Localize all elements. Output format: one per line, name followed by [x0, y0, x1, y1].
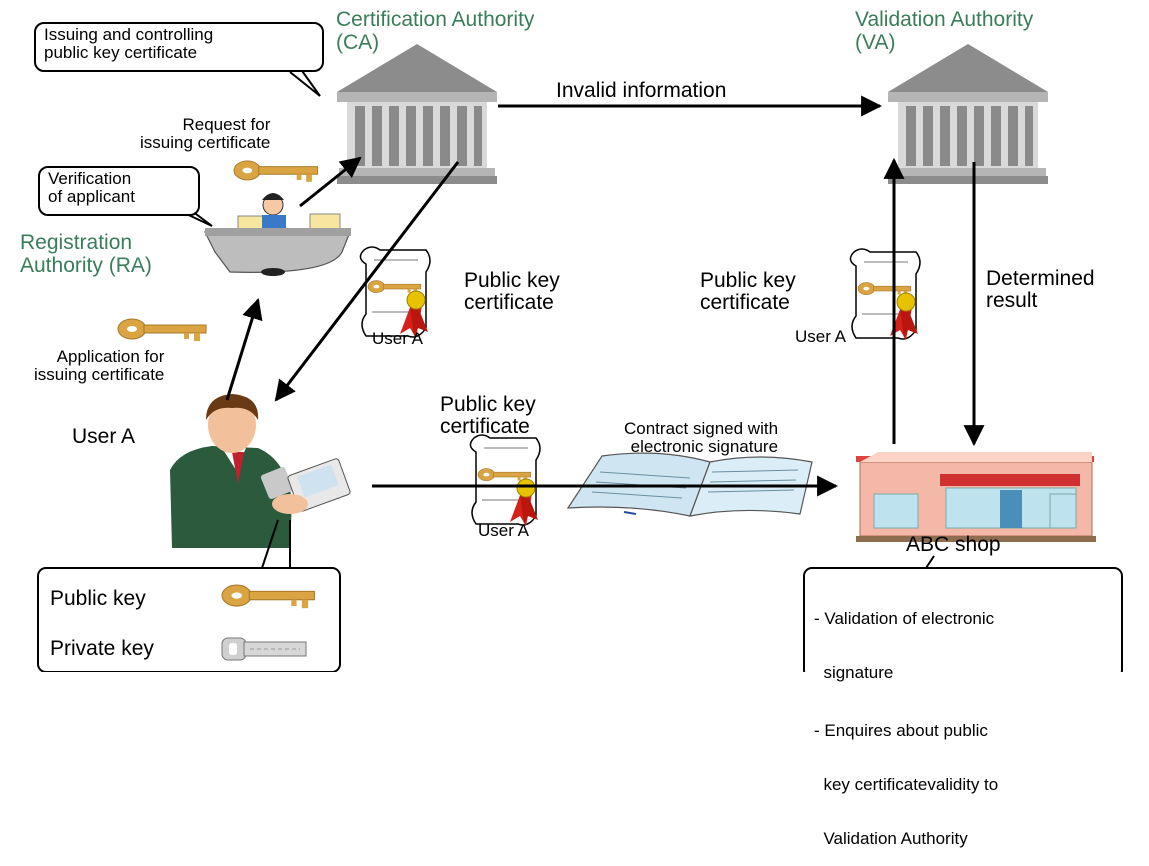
ca-label-line1: Certification Authority: [336, 8, 535, 31]
contract-line1: Contract signed with: [624, 419, 779, 438]
ca-building-icon: [337, 44, 497, 184]
public-key-legend-label: Public key: [50, 587, 146, 610]
ra-role-bubble: [38, 166, 200, 216]
gold-key-icon: [117, 318, 207, 342]
ca-role-bubble: [34, 22, 324, 72]
gold-key-icon: [233, 160, 319, 183]
va-building-icon: [888, 44, 1048, 184]
shop-note-2-line3: Validation Authority: [814, 829, 968, 848]
cert-to-shop-title2: certificate: [440, 415, 530, 438]
shop-note-2-line1: - Enquires about public: [814, 721, 988, 740]
shop-note-1-line2: signature: [814, 663, 894, 682]
determined-line2: result: [986, 289, 1038, 312]
ra-role-text: Verification of applicant: [48, 170, 135, 206]
private-key-legend-label: Private key: [50, 637, 154, 660]
va-label-line1: Validation Authority: [855, 8, 1034, 31]
request-label: Request for issuing certificate: [140, 116, 270, 152]
application-line2: issuing certificate: [34, 365, 165, 384]
ra-role-line1: Verification: [48, 169, 132, 188]
shop-notes: - Validation of electronic signature - E…: [814, 574, 998, 866]
contract-line2: electronic signature: [630, 437, 779, 456]
cert-to-shop-title: Public key certificate: [440, 394, 536, 438]
user-a-label: User A: [72, 425, 136, 448]
diagram-graphics: [37, 44, 1123, 672]
cert-to-va-owner: User A: [795, 327, 847, 346]
application-label: Application for issuing certificate: [34, 348, 164, 384]
abc-shop-icon: [856, 452, 1096, 542]
cert-to-shop-title1: Public key: [440, 393, 536, 416]
cert-to-user-title: Public key certificate: [464, 270, 560, 314]
ra-label-line2: Authority (RA): [20, 254, 152, 277]
request-line2: issuing certificate: [140, 133, 271, 152]
va-label-line2: (VA): [855, 31, 896, 54]
shop-note-1-line1: - Validation of electronic: [814, 609, 995, 628]
contract-label: Contract signed with electronic signatur…: [624, 420, 778, 456]
determined-label: Determined result: [986, 268, 1095, 312]
cert-to-va-title2: certificate: [700, 291, 790, 314]
ca-label: Certification Authority (CA): [336, 8, 534, 54]
abc-shop-label: ABC shop: [906, 533, 1001, 556]
ca-label-line2: (CA): [336, 31, 380, 54]
invalid-info-label: Invalid information: [556, 79, 727, 102]
cert-to-shop-owner: User A: [478, 521, 530, 540]
cert-to-va-title1: Public key: [700, 269, 796, 292]
ra-role-line2: of applicant: [48, 187, 135, 206]
diagram-stage: Issuing and controlling public key certi…: [20, 8, 1123, 848]
cert-to-user-title2: certificate: [464, 291, 554, 314]
ca-role-text: Issuing and controlling public key certi…: [44, 26, 213, 62]
request-line1: Request for: [182, 115, 271, 134]
certificate-scroll-icon: [850, 249, 920, 340]
ca-role-line2: public key certificate: [44, 43, 198, 62]
ra-label-line1: Registration: [20, 231, 133, 254]
va-label: Validation Authority (VA): [855, 8, 1033, 54]
cert-to-user-owner: User A: [372, 329, 424, 348]
determined-line1: Determined: [986, 267, 1095, 290]
ra-clerk-icon: [204, 193, 351, 276]
cert-to-va-title: Public key certificate: [700, 270, 796, 314]
user-a-person-icon: [170, 394, 351, 548]
ra-label: Registration Authority (RA): [20, 231, 152, 277]
silver-key-icon: [221, 637, 307, 661]
ca-role-line1: Issuing and controlling: [44, 25, 214, 44]
cert-to-user-title1: Public key: [464, 269, 560, 292]
certificate-scroll-icon: [360, 247, 430, 338]
certificate-scroll-icon: [470, 435, 540, 526]
shop-note-2-line2: key certificatevalidity to: [814, 775, 999, 794]
application-line1: Application for: [56, 347, 165, 366]
